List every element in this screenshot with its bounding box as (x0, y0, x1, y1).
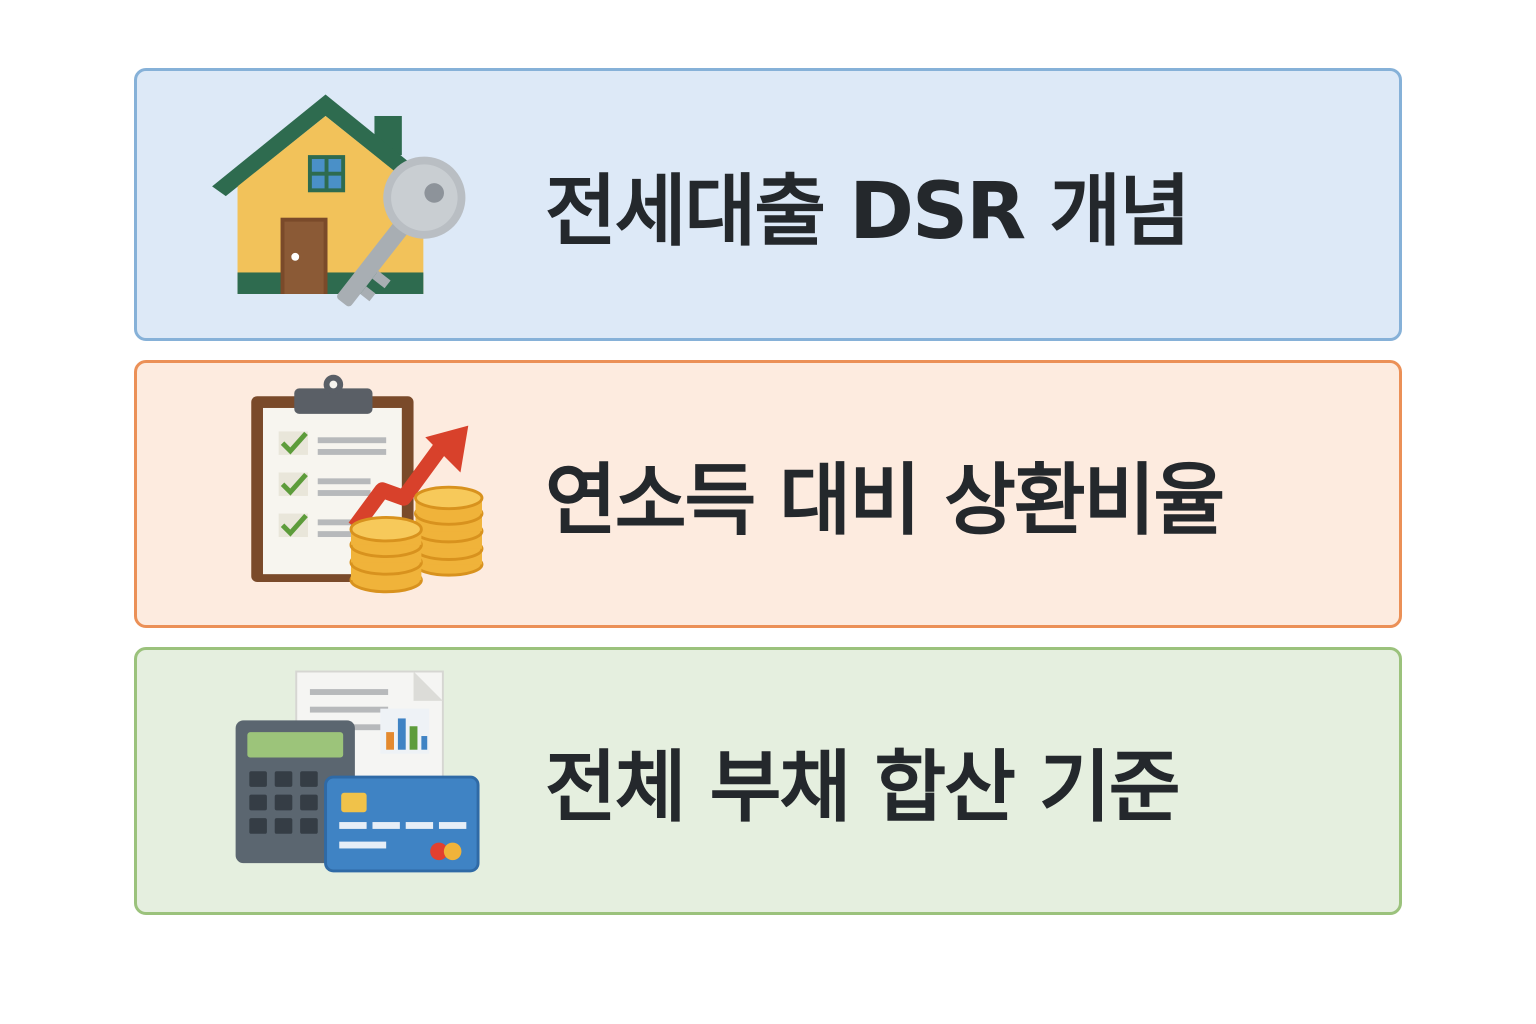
card-title: 연소득 대비 상환비율 (545, 456, 1225, 546)
concept-card-income-ratio: 연소득 대비 상환비율 (134, 360, 1402, 628)
clipboard-coins-growth-icon (205, 363, 495, 625)
calculator-credit-card-documents-icon (205, 650, 495, 912)
house-with-key-icon (205, 71, 495, 338)
concept-card-dsr: 전세대출 DSR 개념 (134, 68, 1402, 341)
concept-card-total-debt: 전체 부채 합산 기준 (134, 647, 1402, 915)
card-title: 전체 부채 합산 기준 (545, 743, 1181, 833)
card-title: 전세대출 DSR 개념 (545, 166, 1191, 257)
